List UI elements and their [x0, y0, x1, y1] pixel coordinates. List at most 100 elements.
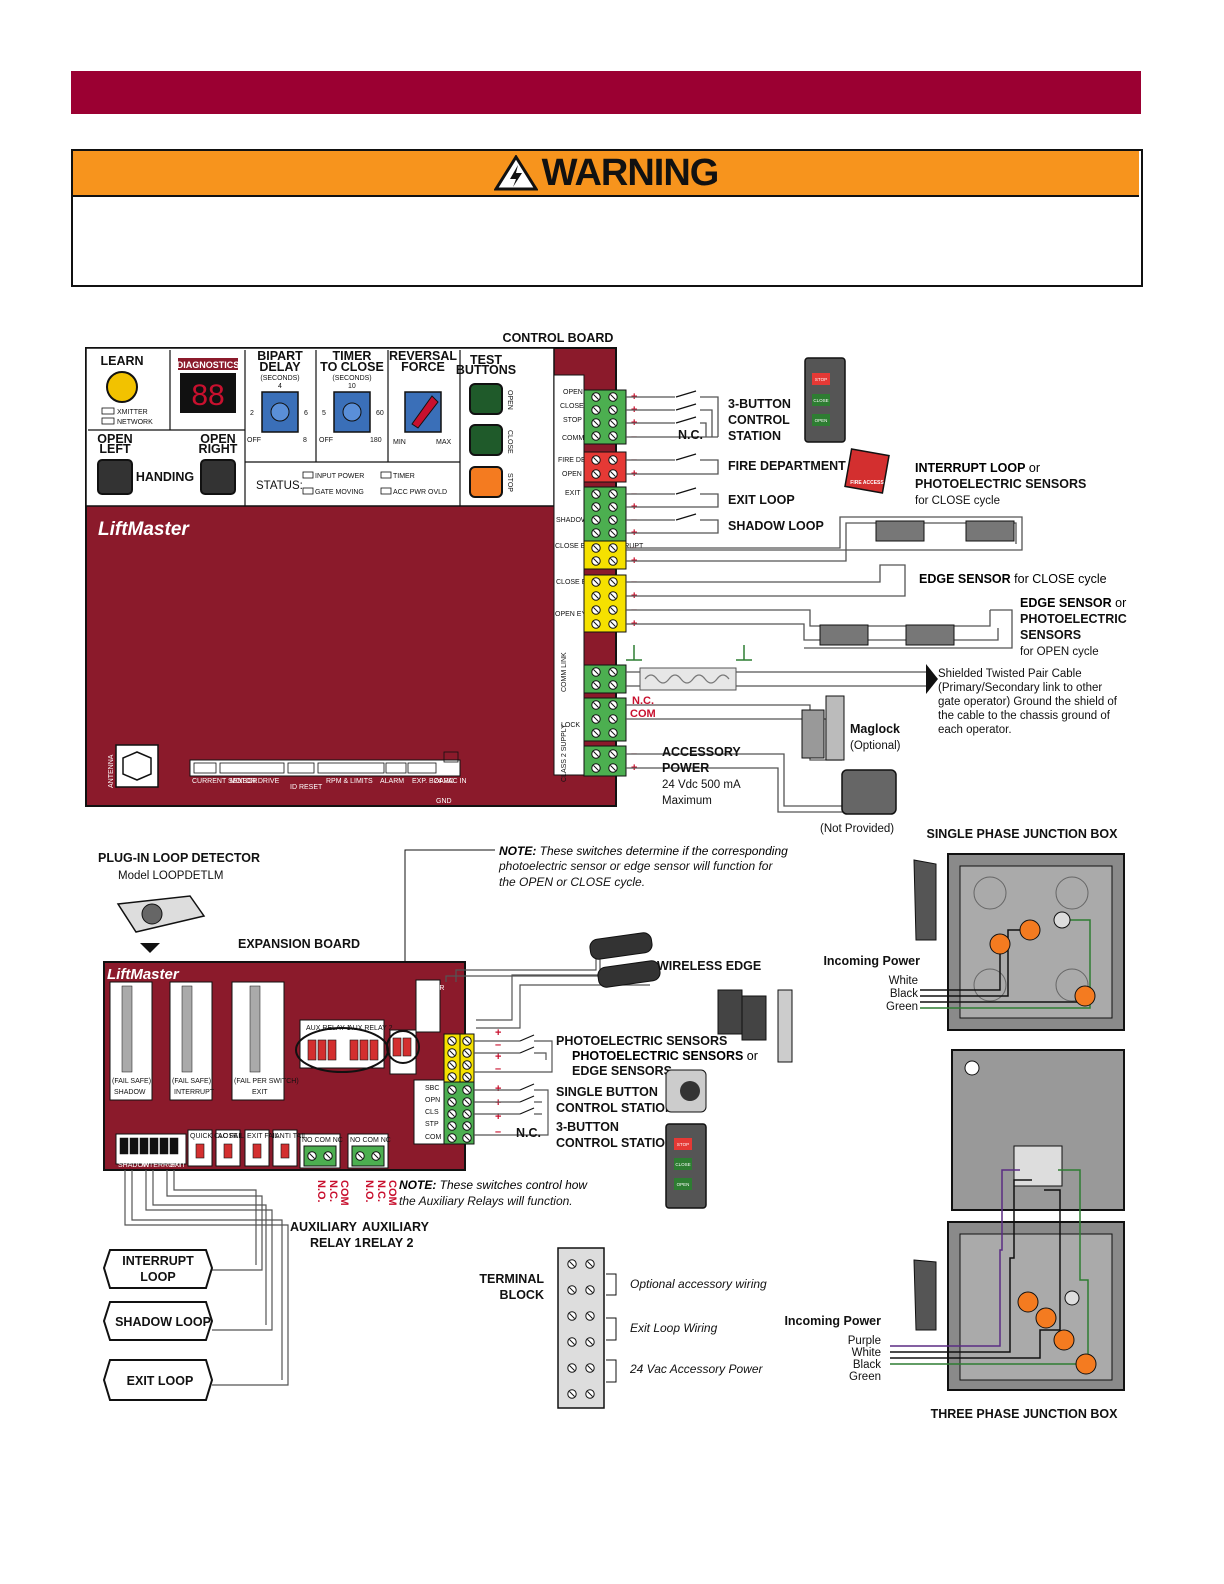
- svg-text:OPEN: OPEN: [97, 432, 132, 446]
- svg-text:AUX RELAY 1: AUX RELAY 1: [306, 1025, 351, 1032]
- svg-text:RIGHT: RIGHT: [199, 442, 238, 456]
- svg-text:SHADOW: SHADOW: [556, 517, 588, 524]
- svg-text:FIRE ACCESS: FIRE ACCESS: [850, 480, 884, 486]
- svg-text:EXIT: EXIT: [252, 1089, 268, 1096]
- svg-text:TIMER: TIMER: [393, 473, 415, 480]
- svg-text:–: –: [495, 1063, 501, 1075]
- liftmaster-logo: LiftMaster: [98, 519, 190, 540]
- svg-text:WIRELESS EDGE: WIRELESS EDGE: [657, 959, 761, 973]
- control-board-title: CONTROL BOARD: [503, 331, 614, 345]
- svg-text:LOOP: LOOP: [140, 1270, 175, 1284]
- svg-text:PHOTOELECTRIC SENSORS or: PHOTOELECTRIC SENSORS or: [572, 1049, 758, 1063]
- svg-text:NO COM NC: NO COM NC: [302, 1137, 343, 1144]
- svg-text:Purple: Purple: [848, 1335, 881, 1347]
- svg-text:+: +: [495, 1051, 501, 1063]
- svg-text:PHOTOELECTRIC SENSORS: PHOTOELECTRIC SENSORS: [556, 1034, 727, 1048]
- svg-text:OPEN: OPEN: [563, 389, 583, 396]
- svg-text:gate operator) Ground the shie: gate operator) Ground the shield of: [938, 696, 1118, 708]
- diagnostic-digits: 88: [191, 379, 224, 412]
- svg-text:(Not Provided): (Not Provided): [820, 823, 894, 835]
- svg-text:SENSORS: SENSORS: [1020, 628, 1081, 642]
- svg-text:N.C.: N.C.: [678, 428, 703, 442]
- svg-text:EXIT: EXIT: [170, 1162, 186, 1169]
- svg-text:COM: COM: [425, 1134, 442, 1141]
- svg-text:Maximum: Maximum: [662, 795, 712, 807]
- warning-header: WARNING: [73, 151, 1139, 197]
- svg-text:CURRENT SENSOR: CURRENT SENSOR: [192, 778, 258, 785]
- svg-text:+: +: [495, 1111, 501, 1123]
- open-left-button[interactable]: [97, 459, 133, 495]
- svg-text:ACCESSORY: ACCESSORY: [662, 745, 741, 759]
- test-close-button[interactable]: [469, 424, 503, 456]
- svg-text:GATE MOVING: GATE MOVING: [315, 489, 364, 496]
- svg-text:10: 10: [348, 383, 356, 390]
- handing-label: HANDING: [136, 470, 194, 484]
- svg-text:the OPEN or CLOSE cycle.: the OPEN or CLOSE cycle.: [499, 875, 645, 889]
- svg-text:INPUT POWER: INPUT POWER: [315, 473, 364, 480]
- svg-text:TERMINAL: TERMINAL: [479, 1272, 544, 1286]
- svg-text:SINGLE PHASE JUNCTION BOX: SINGLE PHASE JUNCTION BOX: [927, 827, 1119, 841]
- svg-text:–: –: [495, 1039, 501, 1051]
- open-right-button[interactable]: [200, 459, 236, 495]
- svg-text:INTERRUPT: INTERRUPT: [142, 1162, 183, 1169]
- svg-text:INTERRUPT: INTERRUPT: [122, 1254, 194, 1268]
- svg-text:ANTI TAIL: ANTI TAIL: [275, 1133, 307, 1140]
- svg-text:COM: COM: [386, 1180, 398, 1206]
- svg-text:for CLOSE cycle: for CLOSE cycle: [915, 495, 1000, 507]
- svg-text:OPEN: OPEN: [200, 432, 235, 446]
- test-stop-button[interactable]: [469, 466, 503, 498]
- svg-text:the cable to the chassis groun: the cable to the chassis ground of: [938, 710, 1111, 722]
- svg-text:STP: STP: [425, 1121, 439, 1128]
- svg-text:White: White: [852, 1347, 881, 1359]
- svg-text:SHADOW LOOP: SHADOW LOOP: [115, 1315, 211, 1329]
- svg-text:24 Vac Accessory Power: 24 Vac Accessory Power: [629, 1362, 764, 1376]
- learn-button[interactable]: [106, 371, 138, 403]
- svg-text:OFF: OFF: [319, 437, 333, 444]
- svg-text:3-BUTTON: 3-BUTTON: [728, 397, 791, 411]
- svg-text:MAX: MAX: [436, 439, 452, 446]
- svg-text:5: 5: [322, 410, 326, 417]
- svg-text:COMM: COMM: [562, 435, 584, 442]
- svg-text:CLOSE EDGE: CLOSE EDGE: [556, 579, 602, 586]
- svg-text:QUICK CLOSE: QUICK CLOSE: [190, 1133, 238, 1140]
- svg-text:LEFT: LEFT: [99, 442, 131, 456]
- svg-text:AUX RELAY 2: AUX RELAY 2: [348, 1025, 393, 1032]
- svg-text:ID RESET: ID RESET: [290, 784, 323, 791]
- svg-text:MIN: MIN: [393, 439, 406, 446]
- svg-text:N.C.: N.C.: [516, 1126, 541, 1140]
- svg-text:(Optional): (Optional): [850, 740, 901, 752]
- timer-label: TIMER: [333, 349, 372, 363]
- svg-text:OPEN: OPEN: [506, 390, 513, 410]
- svg-text:STOP: STOP: [506, 473, 513, 492]
- svg-text:(FAIL SAFE): (FAIL SAFE): [172, 1078, 211, 1085]
- diagnostic-display: [180, 373, 236, 413]
- svg-text:CLOSE: CLOSE: [560, 403, 584, 410]
- svg-text:SHADOW LOOP: SHADOW LOOP: [728, 519, 824, 533]
- svg-text:Incoming Power: Incoming Power: [784, 1314, 881, 1328]
- svg-text:COM: COM: [630, 708, 656, 720]
- svg-text:RPM & LIMITS: RPM & LIMITS: [326, 778, 373, 785]
- test-open-button[interactable]: [469, 383, 503, 415]
- svg-text:(Primary/Secondary link to oth: (Primary/Secondary link to other: [938, 682, 1102, 694]
- diagnostics-label: DIAGNOSTICS: [177, 360, 240, 370]
- svg-text:+: +: [495, 1097, 501, 1109]
- svg-text:CLOSE: CLOSE: [813, 398, 828, 403]
- svg-text:2: 2: [250, 410, 254, 417]
- svg-text:STATION: STATION: [728, 429, 781, 443]
- svg-text:CONTROL STATION: CONTROL STATION: [556, 1101, 674, 1115]
- svg-text:6: 6: [304, 410, 308, 417]
- svg-text:8: 8: [303, 437, 307, 444]
- svg-text:ACC PWR OVLD: ACC PWR OVLD: [393, 489, 447, 496]
- svg-text:+: +: [495, 1027, 501, 1039]
- svg-text:for OPEN cycle: for OPEN cycle: [1020, 646, 1099, 658]
- svg-text:N.O.: N.O.: [315, 1180, 327, 1203]
- svg-text:FIRE DEPT: FIRE DEPT: [558, 457, 595, 464]
- svg-text:4: 4: [278, 383, 282, 390]
- svg-text:(FAIL SAFE): (FAIL SAFE): [112, 1078, 151, 1085]
- timer-label-2: TO CLOSE: [320, 360, 384, 374]
- stp-cable-note: Shielded Twisted Pair Cable (Primary/Sec…: [938, 668, 1118, 736]
- svg-text:RELAY 1: RELAY 1: [310, 1236, 361, 1250]
- svg-text:LOCK: LOCK: [561, 722, 580, 729]
- hazard-icon: [493, 155, 538, 191]
